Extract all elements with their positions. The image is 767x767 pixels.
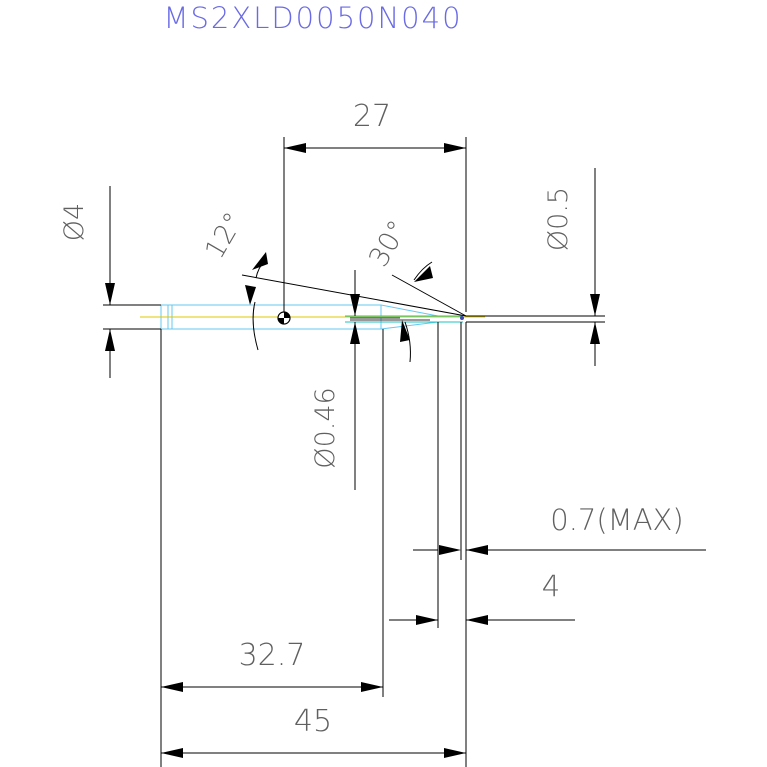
dimension-dia-0-5: Ø0.5	[466, 168, 605, 366]
dim-label-dia-0-5: Ø0.5	[543, 187, 574, 251]
ball-tip	[460, 316, 464, 320]
dimension-0-7-max: 0.7(MAX)	[413, 322, 706, 628]
dim-label-45: 45	[294, 704, 332, 739]
part-number-title: MS2XLD0050N040	[163, 1, 462, 35]
angle-label-30: 30°	[363, 215, 414, 272]
dimension-32-7: 32.7	[160, 329, 384, 767]
dimension-27: 27	[283, 99, 467, 312]
dim-label-0-7-max: 0.7(MAX)	[550, 503, 683, 537]
dim-label-4: 4	[542, 569, 560, 603]
dim-label-dia-4: Ø4	[59, 203, 90, 241]
angle-30: 30°	[363, 215, 467, 363]
dim-label-32-7: 32.7	[239, 638, 306, 673]
dim-label-dia-0-46: Ø0.46	[310, 387, 341, 468]
dimension-dia-4: Ø4	[59, 186, 161, 378]
dimension-45: 45	[161, 322, 467, 767]
dimension-dia-0-46: Ø0.46	[310, 270, 360, 490]
dim-label-27: 27	[353, 99, 391, 134]
dimension-4: 4	[389, 569, 575, 625]
angle-label-12: 12°	[199, 207, 250, 264]
tool-outline	[140, 304, 485, 330]
